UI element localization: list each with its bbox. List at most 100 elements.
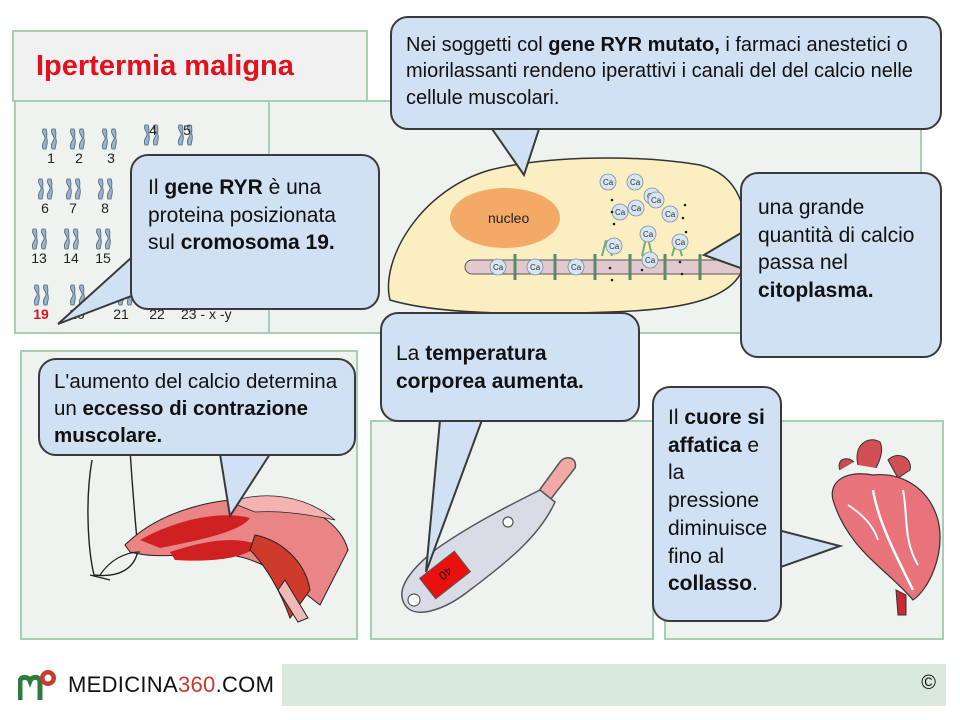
- text: e la pressione diminuisce fino al: [668, 433, 768, 568]
- site-name: MEDICINA360.COM: [68, 672, 274, 698]
- bubble-tail: [425, 416, 484, 573]
- chromosome-icon: [142, 124, 164, 151]
- chromosome-icon: [40, 128, 62, 155]
- calcium-ion: [567, 258, 585, 276]
- ion-channels: [513, 254, 702, 280]
- chromosome-number: 19: [33, 306, 49, 322]
- footer-logo[interactable]: MEDICINA360.COM: [14, 664, 282, 706]
- calcium-ion-label: Ca: [630, 178, 641, 187]
- text: i farmaci anestetici o miorilassanti ren…: [406, 34, 913, 109]
- text-bold: citoplasma.: [758, 279, 874, 303]
- text: una grande quantità di calcio passa nel: [758, 196, 915, 275]
- calcium-ion-label: Ca: [675, 238, 686, 247]
- calcium-ion: [605, 237, 623, 255]
- text: L'aumento del calcio determina un: [54, 370, 338, 421]
- chromosome-number: 22: [149, 306, 165, 322]
- calcium-ion: [627, 199, 645, 217]
- chromosome-icon: [32, 284, 54, 311]
- chromosome-number: 15: [95, 250, 111, 266]
- bubble-calcium-flow: una grande quantità di calcio passa nel …: [740, 172, 942, 358]
- calcium-ion-label: Ca: [643, 230, 654, 239]
- chromosome-icon: [96, 178, 118, 205]
- text: Il: [148, 176, 165, 199]
- site-name-prefix: MEDICINA: [68, 672, 178, 697]
- chromosome-number: 7: [69, 200, 77, 216]
- chromosome-number: 21: [113, 306, 129, 322]
- cell-body: [387, 157, 747, 315]
- thermometer-icon: 40: [401, 457, 577, 613]
- calcium-ion-label: Ca: [530, 263, 541, 272]
- calcium-ion-label: Ca: [645, 256, 656, 265]
- chromosome-number: 14: [63, 250, 79, 266]
- calcium-ion: [661, 205, 679, 223]
- medicina360-logo-icon: [18, 668, 58, 702]
- calcium-trail: [608, 198, 688, 282]
- site-name-accent: 360: [177, 672, 216, 697]
- text-bold: temperatura corporea aumenta.: [396, 342, 584, 393]
- calcium-ion: [671, 233, 689, 251]
- bubble-gene-ryr: Il gene RYR è una proteina posizionata s…: [130, 154, 380, 310]
- bubble-heart: Il cuore si affatica e la pressione dimi…: [652, 386, 782, 622]
- nucleus: [450, 188, 560, 248]
- chromosome-icon: [94, 228, 116, 255]
- site-name-suffix: .COM: [215, 672, 275, 697]
- muscle-cell-diagram: nucleo CaCaCaCaCaCaCaCaCaCaCaCaCaCa: [387, 157, 747, 315]
- chromosome-icon: [176, 124, 198, 151]
- thermometer-display: [418, 550, 472, 600]
- page-title: Ipertermia maligna: [36, 50, 294, 82]
- calcium-ion-label: Ca: [631, 204, 642, 213]
- nucleus-label: nucleo: [488, 210, 529, 226]
- text: è una proteina posizionata sul: [148, 176, 336, 255]
- calcium-ion-label: Ca: [609, 242, 620, 251]
- footer: MEDICINA360.COM ©: [14, 664, 946, 706]
- bubble-tail: [774, 528, 844, 572]
- bubble-contraction: L'aumento del calcio determina un eccess…: [38, 358, 356, 456]
- calcium-ion: [647, 191, 665, 209]
- chromosome-icon: [36, 178, 58, 205]
- chromosome-number: 5: [183, 122, 191, 138]
- chromosome-number: 13: [31, 250, 47, 266]
- muscle-icon: [87, 449, 349, 623]
- calcium-ion: [599, 173, 617, 191]
- calcium-ion-label: Ca: [665, 210, 676, 219]
- heart-icon: [831, 439, 941, 616]
- text: .: [752, 572, 758, 596]
- text-bold: cuore si affatica: [668, 406, 765, 457]
- chromosome-number: 3: [107, 150, 115, 166]
- bubble-gene-mutated: Nei soggetti col gene RYR mutato, i farm…: [390, 16, 942, 130]
- thermometer-tip: [536, 457, 577, 502]
- text-bold: cromosoma 19.: [180, 231, 335, 255]
- chromosome-icon: [62, 228, 84, 255]
- bubble-temperature: La temperatura corporea aumenta.: [380, 312, 640, 422]
- chromosome-number: 23 - x -y: [181, 306, 232, 322]
- copyright-symbol: ©: [921, 672, 936, 694]
- calcium-ion-label: Ca: [603, 178, 614, 187]
- calcium-ion-label: Ca: [651, 196, 662, 205]
- text: Nei soggetti col: [406, 34, 549, 56]
- calcium-ion: [526, 258, 544, 276]
- text-bold: gene RYR: [164, 176, 263, 199]
- chromosome-number: 6: [41, 200, 49, 216]
- chromosome-icon: [64, 178, 86, 205]
- chromosome-number: 2: [75, 150, 83, 166]
- title-box: Ipertermia maligna: [12, 30, 368, 102]
- chromosome-icon: [100, 128, 122, 155]
- calcium-ion-label: Ca: [571, 263, 582, 272]
- calcium-ion: [641, 251, 659, 269]
- calcium-ion-label: Ca: [493, 263, 504, 272]
- bubble-tail: [218, 450, 272, 519]
- chromosome-icon: [68, 128, 90, 155]
- text-bold: eccesso di contrazione muscolare.: [54, 397, 309, 448]
- calcium-ions: CaCaCaCaCaCaCaCaCaCaCaCaCaCa: [489, 173, 689, 276]
- text: Il: [668, 406, 685, 429]
- calcium-ion: [489, 258, 507, 276]
- text-bold: gene RYR mutato,: [548, 34, 720, 56]
- chromosome-number: 8: [101, 200, 109, 216]
- chromosome-number: 1: [47, 150, 55, 166]
- text-bold: collasso: [668, 572, 753, 596]
- chromosome-icon: [30, 228, 52, 255]
- chromosome-number: 4: [149, 122, 157, 138]
- calcium-ion-label: Ca: [615, 208, 626, 217]
- calcium-ion: [626, 173, 644, 191]
- text: La: [396, 342, 426, 365]
